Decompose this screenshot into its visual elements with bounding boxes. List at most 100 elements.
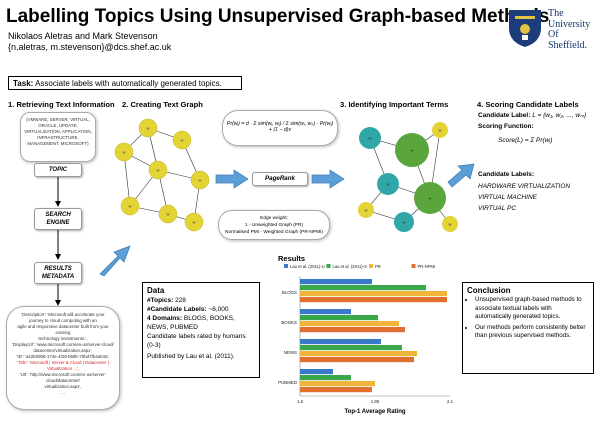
candidate-label-heading: Candidate Label: (478, 112, 531, 119)
university-line: University (548, 18, 591, 30)
graph-node-label: w (129, 204, 132, 209)
graph-node-label: w (439, 128, 442, 133)
bar (300, 285, 426, 291)
bar (300, 321, 399, 327)
legend-swatch (411, 264, 416, 268)
graph-node-label: w (167, 212, 170, 217)
graph-node (190, 170, 210, 190)
arrow-right-icon (311, 169, 345, 189)
graph-node (138, 118, 158, 138)
legend-label: PR (375, 264, 381, 269)
edge-weight-line: 1 - Unweighted Graph (PR) (244, 223, 304, 228)
tick-label: 2.1 (447, 399, 454, 404)
email: {n.aletras, m.stevenson}@dcs.shef.ac.uk (8, 42, 172, 52)
legend-label: Lau et al. (2011)-U (290, 264, 325, 269)
bar (300, 327, 405, 333)
graph-node (172, 130, 192, 150)
metadata-line: 'Url': 'http://www.microsoft.com/en-us/s… (19, 372, 107, 383)
university-crest-icon (509, 10, 541, 47)
bar (300, 375, 351, 381)
bar (300, 357, 414, 363)
conclusion-box: Conclusion Unsupervised graph-based meth… (462, 282, 594, 374)
candidate-label-item: VIRTUAL MACHINE (478, 194, 537, 201)
category-label: BOOKS (281, 320, 297, 325)
bar (300, 381, 375, 387)
metadata-line: 'DisplayUrl': 'www.microsoft.com/en-us/s… (12, 342, 114, 347)
graph-node (359, 127, 381, 149)
arrow-down-icon (55, 284, 61, 306)
candidates-value: ~6,000 (208, 306, 229, 313)
metadata-line: Virtualization ...', (47, 366, 79, 371)
text-graph: w w w w w w w w (114, 118, 210, 232)
data-heading: Data (147, 286, 165, 295)
chart-title: Results (278, 254, 306, 263)
graph-node-label: w (403, 220, 406, 225)
graph-node-label: w (449, 222, 452, 227)
graph-node (184, 212, 204, 232)
ranked-graph: w w w w w w w w (358, 122, 458, 232)
graph-node (120, 196, 140, 216)
metadata-line: journey to cloud computing with an (29, 318, 97, 323)
candidates-label: #Candidate Labels: (147, 306, 207, 313)
metadata-line: virtualization.aspx', (44, 384, 82, 389)
graph-node (442, 216, 458, 232)
legend-swatch (326, 264, 331, 268)
domains-value: BLOGS, BOOKS, NEWS, PUBMED (147, 315, 235, 331)
metadata-line: agile and responsive datacenter built fr… (17, 324, 109, 335)
graph-node (148, 160, 168, 180)
topic-terms-cloud: (VMWARE, SERVER, VIRTUAL, ORACLE, UPDATE… (20, 112, 96, 162)
graph-node-label: w (147, 126, 150, 131)
search-engine-box: SEARCH ENGINE (34, 208, 82, 230)
x-axis-label: Top-1 Average Rating (344, 409, 405, 415)
task-box: Task: Associate labels with automaticall… (8, 76, 242, 90)
graph-node-label: w (157, 168, 160, 173)
topic-box: TOPIC (34, 163, 82, 177)
graph-node-label: w (369, 136, 372, 141)
arrow-down-icon (55, 177, 61, 207)
bar (300, 279, 372, 285)
arrow-down-icon (55, 230, 61, 260)
graph-node-label: w (365, 208, 368, 213)
section-heading-important-terms: 3. Identifying Important Terms (340, 100, 449, 109)
bar (300, 309, 351, 315)
edge-weight-line: Edge weight: (260, 216, 288, 221)
graph-node (432, 122, 448, 138)
category-label: NEWS (284, 350, 297, 355)
task-text: Associate labels with automatically gene… (35, 79, 222, 88)
graph-node (158, 204, 178, 224)
data-box: Data #Topics: 228 #Candidate Labels: ~6,… (142, 282, 260, 378)
flow-arrow-icon (447, 163, 475, 188)
metadata-line: 'Title': 'Microsoft | Server & Cloud | D… (17, 360, 109, 365)
metadata-line: datacenter/virtualization.aspx', (33, 348, 93, 353)
bar (300, 291, 447, 297)
university-line: Of (548, 29, 559, 40)
section-heading-graph: 2. Creating Text Graph (122, 100, 203, 109)
graph-node (395, 133, 429, 167)
bar (300, 345, 402, 351)
domains-label: 4 Domains: (147, 315, 183, 322)
bar (300, 339, 381, 345)
legend-swatch (284, 264, 288, 268)
metadata-cloud: 'Description': 'Microsoft will accelerat… (6, 306, 120, 410)
conclusion-bullet: Unsupervised graph-based methods to asso… (475, 296, 589, 322)
graph-node-label: w (411, 148, 414, 153)
metadata-line: technology investments.', (38, 336, 88, 341)
graph-node (114, 142, 134, 162)
category-label: PUBMED (278, 380, 297, 385)
bar (300, 351, 417, 357)
authors: Nikolaos Aletras and Mark Stevenson (8, 31, 158, 41)
metadata-line: 'ID': 'a42b0908-174e-4f29-b59b-70bd7fb4a… (16, 354, 110, 359)
tick-label: 1.6 (297, 399, 304, 404)
score-formula: Score(L) = Σ Pr(wᵢ) (498, 137, 553, 144)
university-line: Sheffield. (548, 39, 587, 51)
flow-arrow-icon (99, 245, 131, 277)
university-line: The (548, 8, 564, 19)
graph-node (377, 173, 399, 195)
legend-swatch (369, 264, 373, 268)
topics-value: 228 (175, 297, 186, 304)
bar (300, 387, 372, 393)
candidate-label-item: HARDWARE VIRTUALIZATION (478, 183, 571, 190)
graph-node-label: w (193, 220, 196, 225)
graph-node (358, 202, 374, 218)
